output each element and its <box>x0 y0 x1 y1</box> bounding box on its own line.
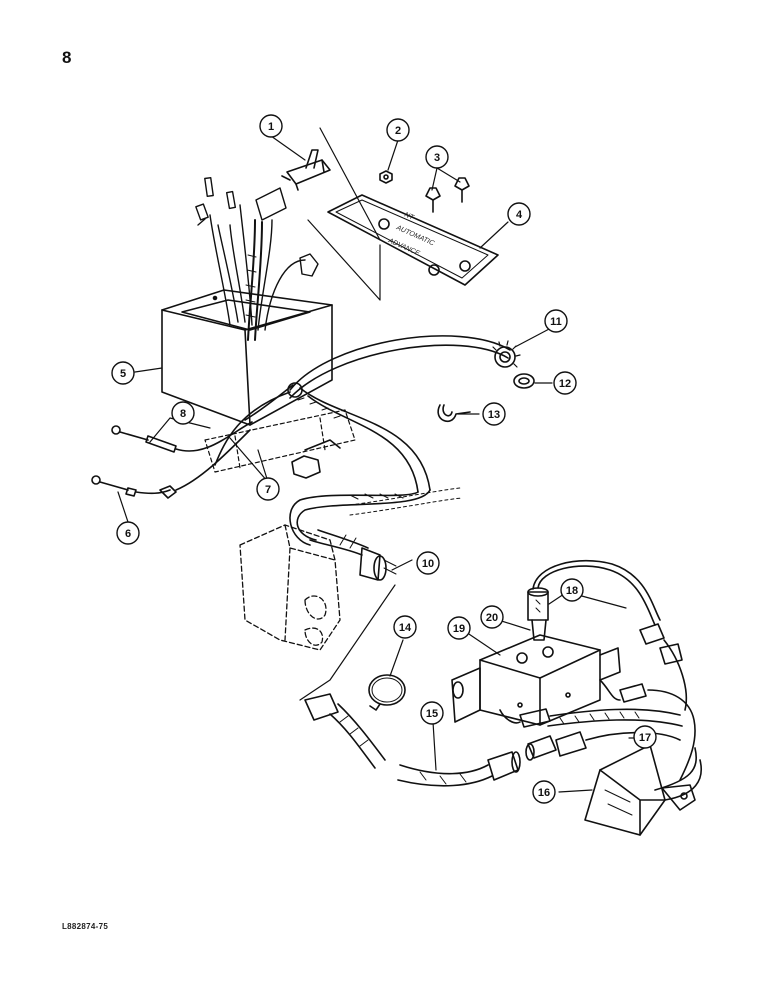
connector-15 <box>397 751 521 787</box>
pump-housing <box>239 524 341 651</box>
callout-20: 20 <box>486 612 498 624</box>
callout-11: 11 <box>550 316 562 328</box>
engine-bracket-dashed <box>204 409 356 473</box>
plate-line-1: NT <box>403 211 415 221</box>
callout-6: 6 <box>125 528 131 540</box>
callout-8: 8 <box>180 408 186 420</box>
callout-5: 5 <box>120 368 126 380</box>
box-wiring <box>195 176 319 341</box>
page-number: 8 <box>62 48 72 67</box>
grommet <box>513 373 535 389</box>
plate-lettering: NT AUTOMATIC ADVANCE <box>386 211 436 257</box>
hose-clamp <box>368 674 406 711</box>
toggle-switch <box>281 149 331 191</box>
pump-harness <box>289 487 463 546</box>
callout-12: 12 <box>559 378 571 390</box>
valve-block <box>451 634 621 726</box>
callout-17: 17 <box>639 732 651 744</box>
callout-19: 19 <box>453 623 465 635</box>
main-harness <box>214 335 511 493</box>
callout-13: 13 <box>488 409 500 421</box>
harness-connector <box>299 529 397 701</box>
callouts <box>111 114 657 804</box>
clamp <box>437 404 471 423</box>
callout-7: 7 <box>265 484 271 496</box>
lock-washer <box>492 340 521 368</box>
ground-wires <box>91 421 253 499</box>
drawing-code: L882874-75 <box>62 922 109 931</box>
callout-3: 3 <box>434 152 440 164</box>
name-plate <box>307 127 499 301</box>
callout-4: 4 <box>516 209 523 221</box>
leader-lines <box>117 135 656 793</box>
callout-10: 10 <box>422 558 434 570</box>
callout-numbers: 1 2 3 4 5 6 7 8 10 11 12 13 14 15 16 17 … <box>120 121 651 799</box>
pressure-switch <box>527 559 661 641</box>
relay-module <box>584 744 702 836</box>
callout-1: 1 <box>268 121 274 133</box>
callout-16: 16 <box>538 787 550 799</box>
connector-17 <box>525 731 681 761</box>
callout-2: 2 <box>395 125 401 137</box>
valve-wiring <box>499 679 696 781</box>
callout-15: 15 <box>426 708 438 720</box>
nut <box>379 170 393 184</box>
sender-fitting <box>291 439 341 479</box>
plate-line-3: ADVANCE <box>386 237 421 258</box>
callout-18: 18 <box>566 585 578 597</box>
screws <box>425 177 470 213</box>
lower-hose-connector <box>304 693 386 769</box>
callout-14: 14 <box>399 622 412 634</box>
